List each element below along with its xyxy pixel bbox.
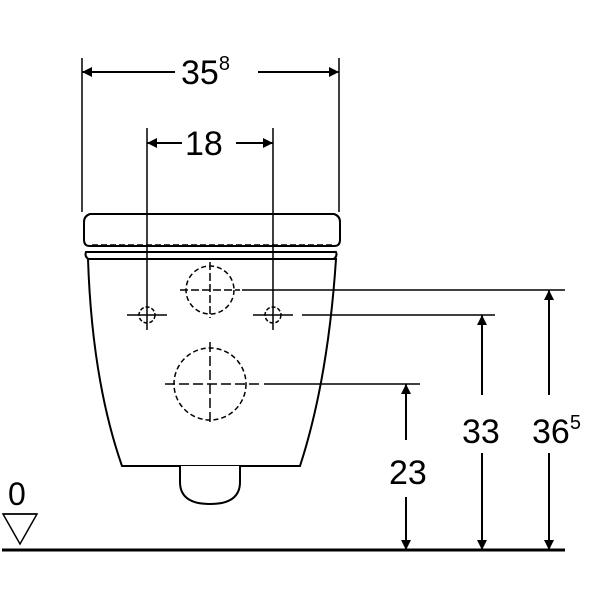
height-top-ring-label: 365 xyxy=(532,412,581,451)
fixing-hole-left xyxy=(127,306,167,324)
seat-lid xyxy=(83,213,341,247)
width-dimension-label: 358 xyxy=(181,53,230,92)
floor-reference-symbol xyxy=(1,513,39,546)
height-fixing-label: 33 xyxy=(462,413,500,451)
bowl-body xyxy=(86,258,338,467)
fixing-dimension-label: 18 xyxy=(185,125,223,163)
outlet-spigot xyxy=(179,466,241,506)
height-outlet-label: 23 xyxy=(389,454,427,492)
floor-reference-label: 0 xyxy=(8,476,26,512)
fixing-hole-right xyxy=(253,306,293,324)
